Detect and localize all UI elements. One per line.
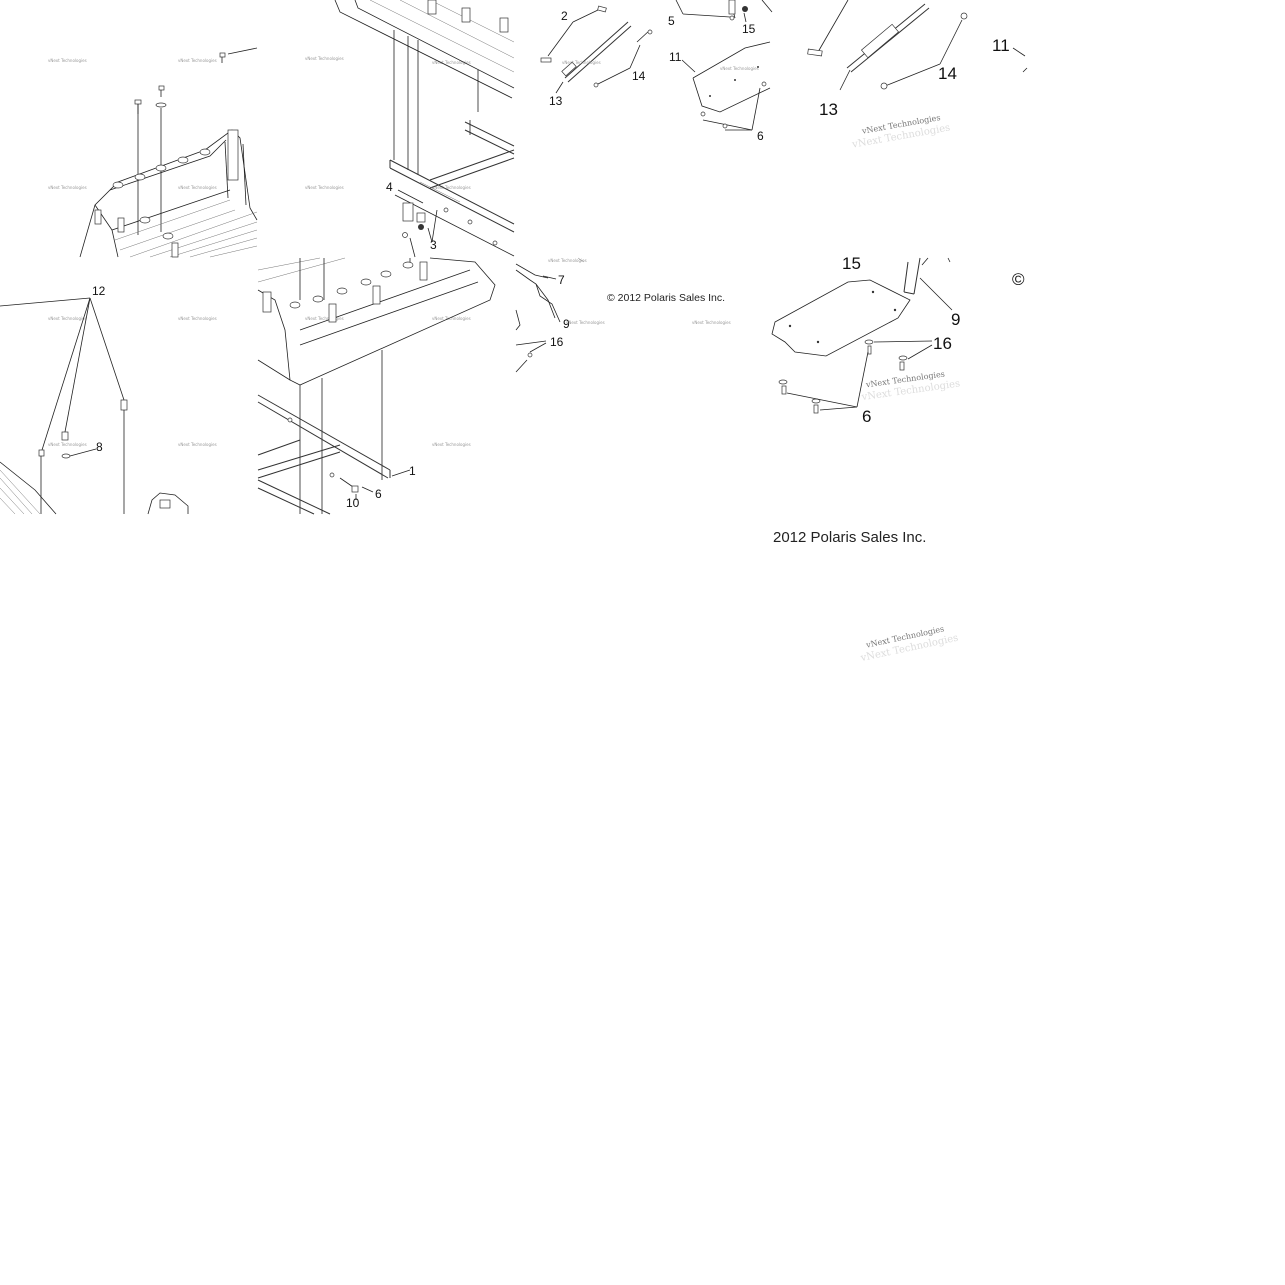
callout-16: 16 [550,335,564,349]
watermark-stamp: vNext Technologies vNext Technologies [850,113,951,151]
callout-10: 10 [346,496,360,510]
callout-6: 6 [757,129,764,143]
watermark-text: vNext Technologies [432,60,471,65]
callout-13: 13 [549,94,563,108]
watermark-text: vNext Technologies [432,185,471,190]
panel-box-frame: vNext Technologies vNext Technologies vN… [257,257,496,515]
watermark-text: vNext Technologies [48,316,87,321]
callout-2: 2 [561,9,568,23]
watermark-stamp: vNext Technologies vNext Technologies [859,624,959,664]
cable-part [540,5,653,94]
callout-5: 5 [668,14,675,28]
callout-1: 1 [409,464,416,478]
panel-skid-plate-large: 15 © 9 16 6 vNext [771,254,1025,426]
watermark-text: vNext Technologies [720,66,759,71]
callout-15: 15 [742,22,756,36]
callout-16-large: 16 [933,334,952,353]
cargo-box-outline [79,129,258,258]
callout-4: 4 [386,180,393,194]
screw-part [134,99,142,235]
copyright-notice-large: 2012 Polaris Sales Inc. [773,529,927,546]
panel-cable-fragment: 7 9 16 vNext Technologies vNext Technolo… [515,257,731,373]
watermark-text: vNext Technologies [178,442,217,447]
skid-plate-small [681,41,771,131]
watermark-text: vNext Technologies [178,316,217,321]
panel-bed-fasteners: vNext Technologies vNext Technologies vN… [0,284,217,515]
callout-11-large: 11 [992,36,1010,55]
screw-part [155,85,167,232]
callout-11: 11 [669,50,682,64]
callout-7: 7 [558,273,565,287]
callout-3: 3 [430,238,437,252]
watermark-text: vNext Technologies [305,56,344,61]
callout-13-large: 13 [819,100,838,119]
callout-9-large: 9 [951,310,960,329]
skid-plate-fasteners [778,339,933,414]
bracket-part [675,0,773,23]
watermark-text: vNext Technologies [548,258,587,263]
watermark-text: vNext Technologies [178,58,217,63]
watermark-text: vNext Technologies [562,60,601,65]
callout-14-large: 14 [938,64,957,83]
watermark-text: vNext Technologies [692,320,731,325]
watermark-text: vNext Technologies [48,58,87,63]
watermark-text: vNext Technologies [48,442,87,447]
panel-cables-large: 11 13 14 vNext Technologies vNext Techno… [807,0,1028,151]
callout-12: 12 [92,284,106,298]
frame-rail [389,120,515,257]
screw-part [219,47,258,63]
callout-8: 8 [96,440,103,454]
cable-part [807,0,968,91]
panel-cargo-box-top: vNext Technologies vNext Technologies vN… [48,47,258,258]
latch-part [397,189,498,258]
callout-6-frame: 6 [375,487,382,501]
copyright-notice-small: © 2012 Polaris Sales Inc. [607,292,726,304]
frame-rail [257,394,391,515]
panel-frame-latch: vNext Technologies vNext Technologies vN… [305,0,515,258]
panel-cables-small: 2 13 14 vNext Technologies 11 6 vNext Te… [540,0,773,143]
watermark-text: vNext Technologies [48,185,87,190]
callout-6-large: 6 [862,407,871,426]
callout-15-large: 15 [842,254,861,273]
watermark-stamp: vNext Technologies vNext Technologies [860,369,961,403]
copyright-symbol: © [1012,270,1025,289]
watermark-text: vNext Technologies [178,185,217,190]
callout-9: 9 [563,317,570,331]
watermark-text: vNext Technologies [432,442,471,447]
watermark-text: vNext Technologies [566,320,605,325]
watermark-text: vNext Technologies [305,185,344,190]
watermark-text: vNext Technologies [305,316,344,321]
callout-14: 14 [632,69,646,83]
watermark-text: vNext Technologies [432,316,471,321]
